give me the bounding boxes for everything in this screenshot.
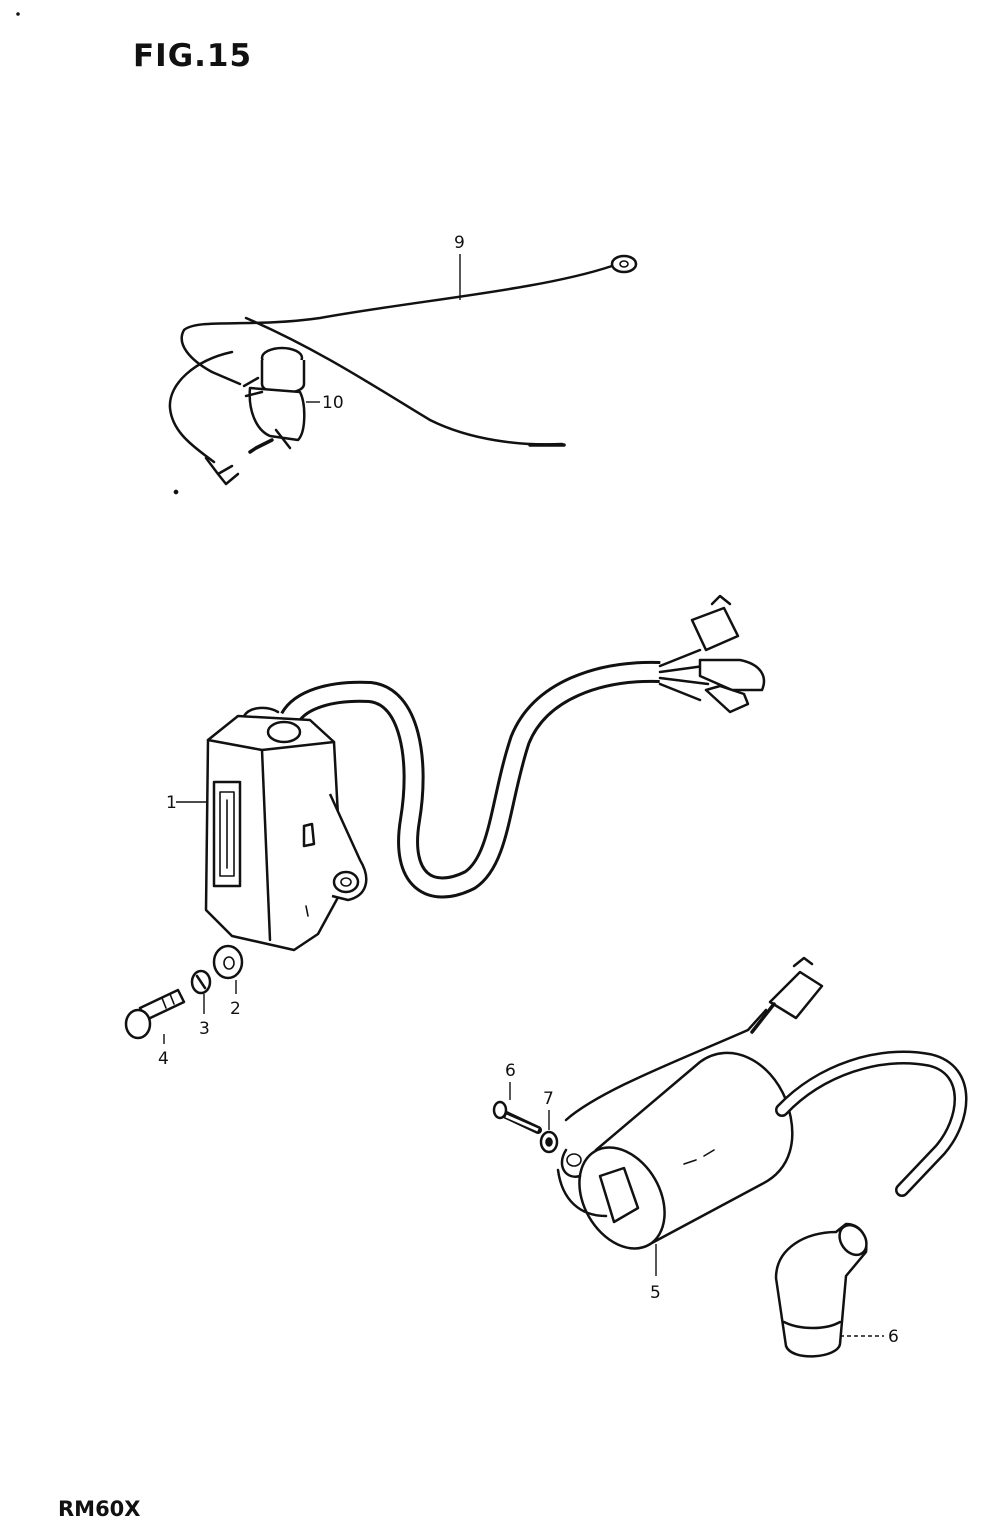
clamp-lug (274, 428, 292, 450)
fork-terminal (204, 456, 240, 486)
screw-6-shank-fill (505, 1114, 539, 1132)
coil-mounting-tab (560, 1148, 582, 1178)
coil-tab-hole (566, 1153, 582, 1167)
lock-washer-3 (190, 969, 212, 995)
coil-terminal-block (598, 1166, 640, 1224)
scan-speck (173, 489, 179, 495)
callout-10: 10 (322, 393, 344, 413)
ring-terminal-hole (619, 260, 629, 268)
lead-wire-assembly (168, 254, 638, 486)
bolt-4-head (124, 1008, 152, 1040)
coil-primary-lead (564, 1008, 768, 1122)
screw-6 (492, 1100, 542, 1134)
callout-9: 9 (454, 233, 465, 253)
harness-connector-c (704, 684, 750, 714)
cdi-grommet (266, 720, 302, 744)
washer-7 (539, 1130, 559, 1154)
coil-connector-latch (792, 956, 814, 968)
scan-speck-corner (16, 12, 20, 16)
switch-clamp-lip (242, 376, 264, 398)
harness-wire-ends (658, 648, 710, 702)
washer-2-outer (212, 944, 244, 980)
plug-cap-band (782, 1320, 842, 1330)
callout-2: 2 (230, 999, 241, 1019)
callout-7: 7 (543, 1089, 554, 1109)
cdi-tick-mark (305, 905, 309, 917)
ignition-coil-5 (556, 956, 968, 1250)
figure-title: FIG.15 (133, 38, 253, 74)
callout-6-cap: 6 (888, 1327, 899, 1347)
clamp-screw (248, 438, 274, 454)
cdi-unit-harness (204, 594, 766, 952)
bracket-hole (332, 870, 360, 894)
cdi-box-corner-edge (260, 748, 272, 942)
switch-clamp (248, 386, 306, 442)
model-code: RM60X (58, 1497, 141, 1521)
cdi-label-inner (219, 791, 235, 877)
harness-connector-a (690, 606, 740, 652)
spark-plug-cap-6 (774, 1222, 868, 1358)
coil-primary-connector (768, 970, 824, 1020)
ht-lead-fill (777, 1053, 965, 1195)
harness-tube-fill (282, 663, 668, 896)
stop-switch-10 (242, 346, 306, 454)
washer-7-hole (545, 1137, 553, 1147)
switch-lead (168, 350, 234, 464)
callout-6-screw: 6 (505, 1061, 516, 1081)
callout-3: 3 (199, 1019, 210, 1039)
connector-a-latch (710, 594, 732, 606)
plug-cap-inlet (838, 1223, 868, 1257)
washer-2-hole (223, 956, 235, 970)
ring-terminal (610, 254, 638, 274)
cdi-mark (302, 822, 316, 848)
lead-wire-branch (244, 316, 564, 446)
cdi-box-grommet-top (242, 706, 280, 718)
screw-6-head (492, 1100, 508, 1120)
callout-4: 4 (158, 1049, 169, 1069)
harness-connector-b (698, 658, 766, 692)
ht-lead-outline (775, 1050, 968, 1197)
coil-body-mark (683, 1149, 715, 1165)
bolt-4 (124, 988, 186, 1040)
lead-wire-9 (180, 264, 614, 386)
callout-1: 1 (166, 793, 177, 813)
switch-body (260, 360, 306, 395)
bracket-hole-inner (340, 877, 352, 887)
washer-2 (212, 944, 244, 980)
bolt-4-thread (161, 993, 175, 1009)
coil-ground-wire (556, 1168, 608, 1218)
cdi-box-body (204, 714, 344, 952)
coil-lead-sleeve (750, 1002, 776, 1034)
callout-5: 5 (650, 1283, 661, 1303)
lock-washer-split (195, 974, 207, 990)
